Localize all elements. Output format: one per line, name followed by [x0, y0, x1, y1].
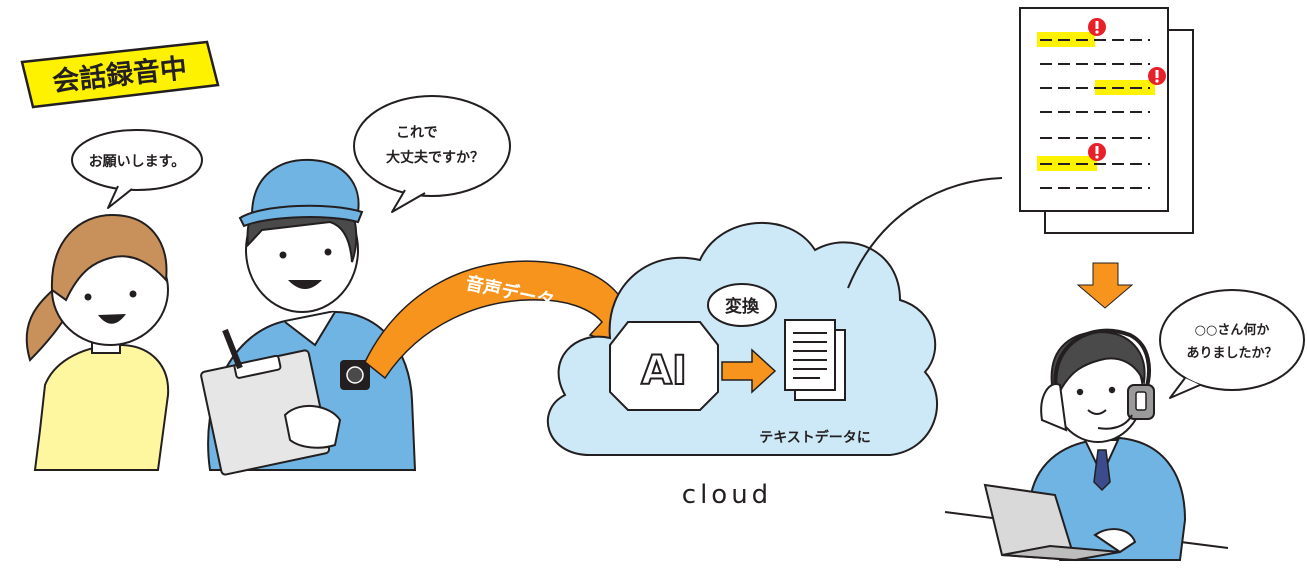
alert-icon — [1088, 18, 1106, 36]
alert-icon — [1088, 143, 1106, 161]
operator-speech-line2: ありましたか？ — [1186, 346, 1277, 361]
convert-label: 変換 — [725, 296, 760, 317]
recording-badge: 会話録音中 — [20, 40, 220, 109]
text-document-icon — [784, 319, 846, 401]
customer-figure — [25, 213, 170, 471]
alert-icon — [1148, 67, 1166, 85]
worker-figure — [200, 158, 417, 476]
customer-speech-text: お願いします。 — [89, 154, 186, 170]
operator-figure — [944, 328, 1229, 562]
convert-arrow — [721, 348, 777, 394]
operator-speech-bubble: ○○さん何か ありましたか？ — [1159, 289, 1305, 399]
ai-label: AI — [641, 348, 687, 394]
worker-speech-line1: これで — [396, 125, 438, 141]
worker-speech-line2: 大丈夫ですか？ — [386, 149, 484, 166]
operator-speech-line1: ○○さん何か — [1195, 322, 1270, 338]
connector-line — [847, 177, 1003, 289]
cloud-caption: cloud — [682, 480, 772, 510]
ai-engine: AI — [609, 321, 719, 411]
down-arrow-icon — [1076, 262, 1134, 309]
convert-bubble: 変換 — [707, 283, 777, 327]
cloud-shape — [546, 221, 939, 456]
customer-speech-bubble: お願いします。 — [71, 129, 203, 209]
worker-speech-bubble: これで 大丈夫ですか？ — [353, 95, 511, 213]
report-document — [1019, 7, 1194, 234]
text-data-label: テキストデータに — [759, 429, 871, 446]
